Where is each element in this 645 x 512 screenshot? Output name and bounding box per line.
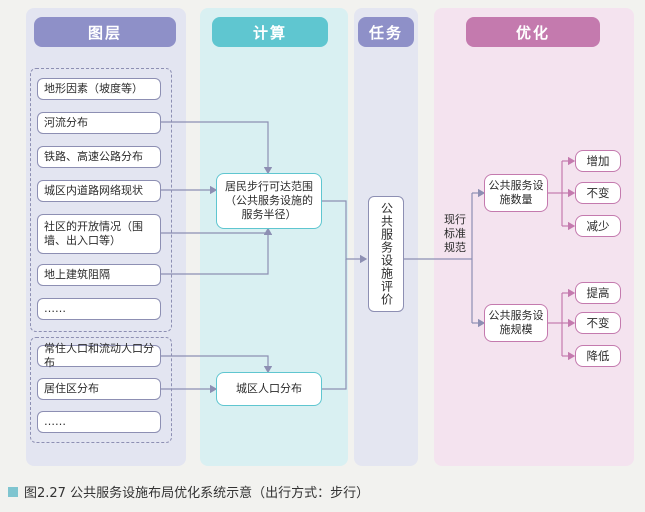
layer-community-openness: 社区的开放情况（围墙、出入口等）: [37, 214, 161, 254]
scale-unchanged: 不变: [575, 312, 621, 334]
layer-rivers: 河流分布: [37, 112, 161, 134]
quantity-decrease: 减少: [575, 215, 621, 237]
layers-group-1: [30, 68, 172, 332]
layer-terrain: 地形因素（坡度等）: [37, 78, 161, 100]
scale-raise: 提高: [575, 282, 621, 304]
layers-header: 图层: [34, 17, 176, 47]
quantity-increase: 增加: [575, 150, 621, 172]
caption-marker-icon: [8, 486, 18, 497]
walking-range-box: 居民步行可达范围（公共服务设施的服务半径）: [216, 173, 322, 229]
layer-road-network: 城区内道路网络现状: [37, 180, 161, 202]
figure-caption: 图2.27 公共服务设施布局优化系统示意（出行方式：步行）: [8, 482, 369, 501]
layer-rail-highway: 铁路、高速公路分布: [37, 146, 161, 168]
facility-scale-box: 公共服务设施规模: [484, 304, 548, 342]
quantity-unchanged: 不变: [575, 182, 621, 204]
layer-more-1: ……: [37, 298, 161, 320]
layer-residential: 居住区分布: [37, 378, 161, 400]
caption-text: 图2.27 公共服务设施布局优化系统示意（出行方式：步行）: [24, 486, 370, 501]
layer-building-barriers: 地上建筑阻隔: [37, 264, 161, 286]
facility-quantity-box: 公共服务设施数量: [484, 174, 548, 212]
layer-population: 常住人口和流动人口分布: [37, 342, 161, 369]
facility-evaluation-box: 公共服务设施评价: [368, 196, 404, 312]
calc-header: 计算: [212, 17, 328, 47]
layers-group-2: [30, 337, 172, 443]
population-distribution-box: 城区人口分布: [216, 372, 322, 406]
scale-lower: 降低: [575, 345, 621, 367]
layer-more-2: ……: [37, 411, 161, 433]
opt-header: 优化: [466, 17, 600, 47]
opt-column: [434, 8, 634, 466]
task-header: 任务: [358, 17, 414, 47]
standard-label: 现行标准规范: [444, 213, 466, 254]
